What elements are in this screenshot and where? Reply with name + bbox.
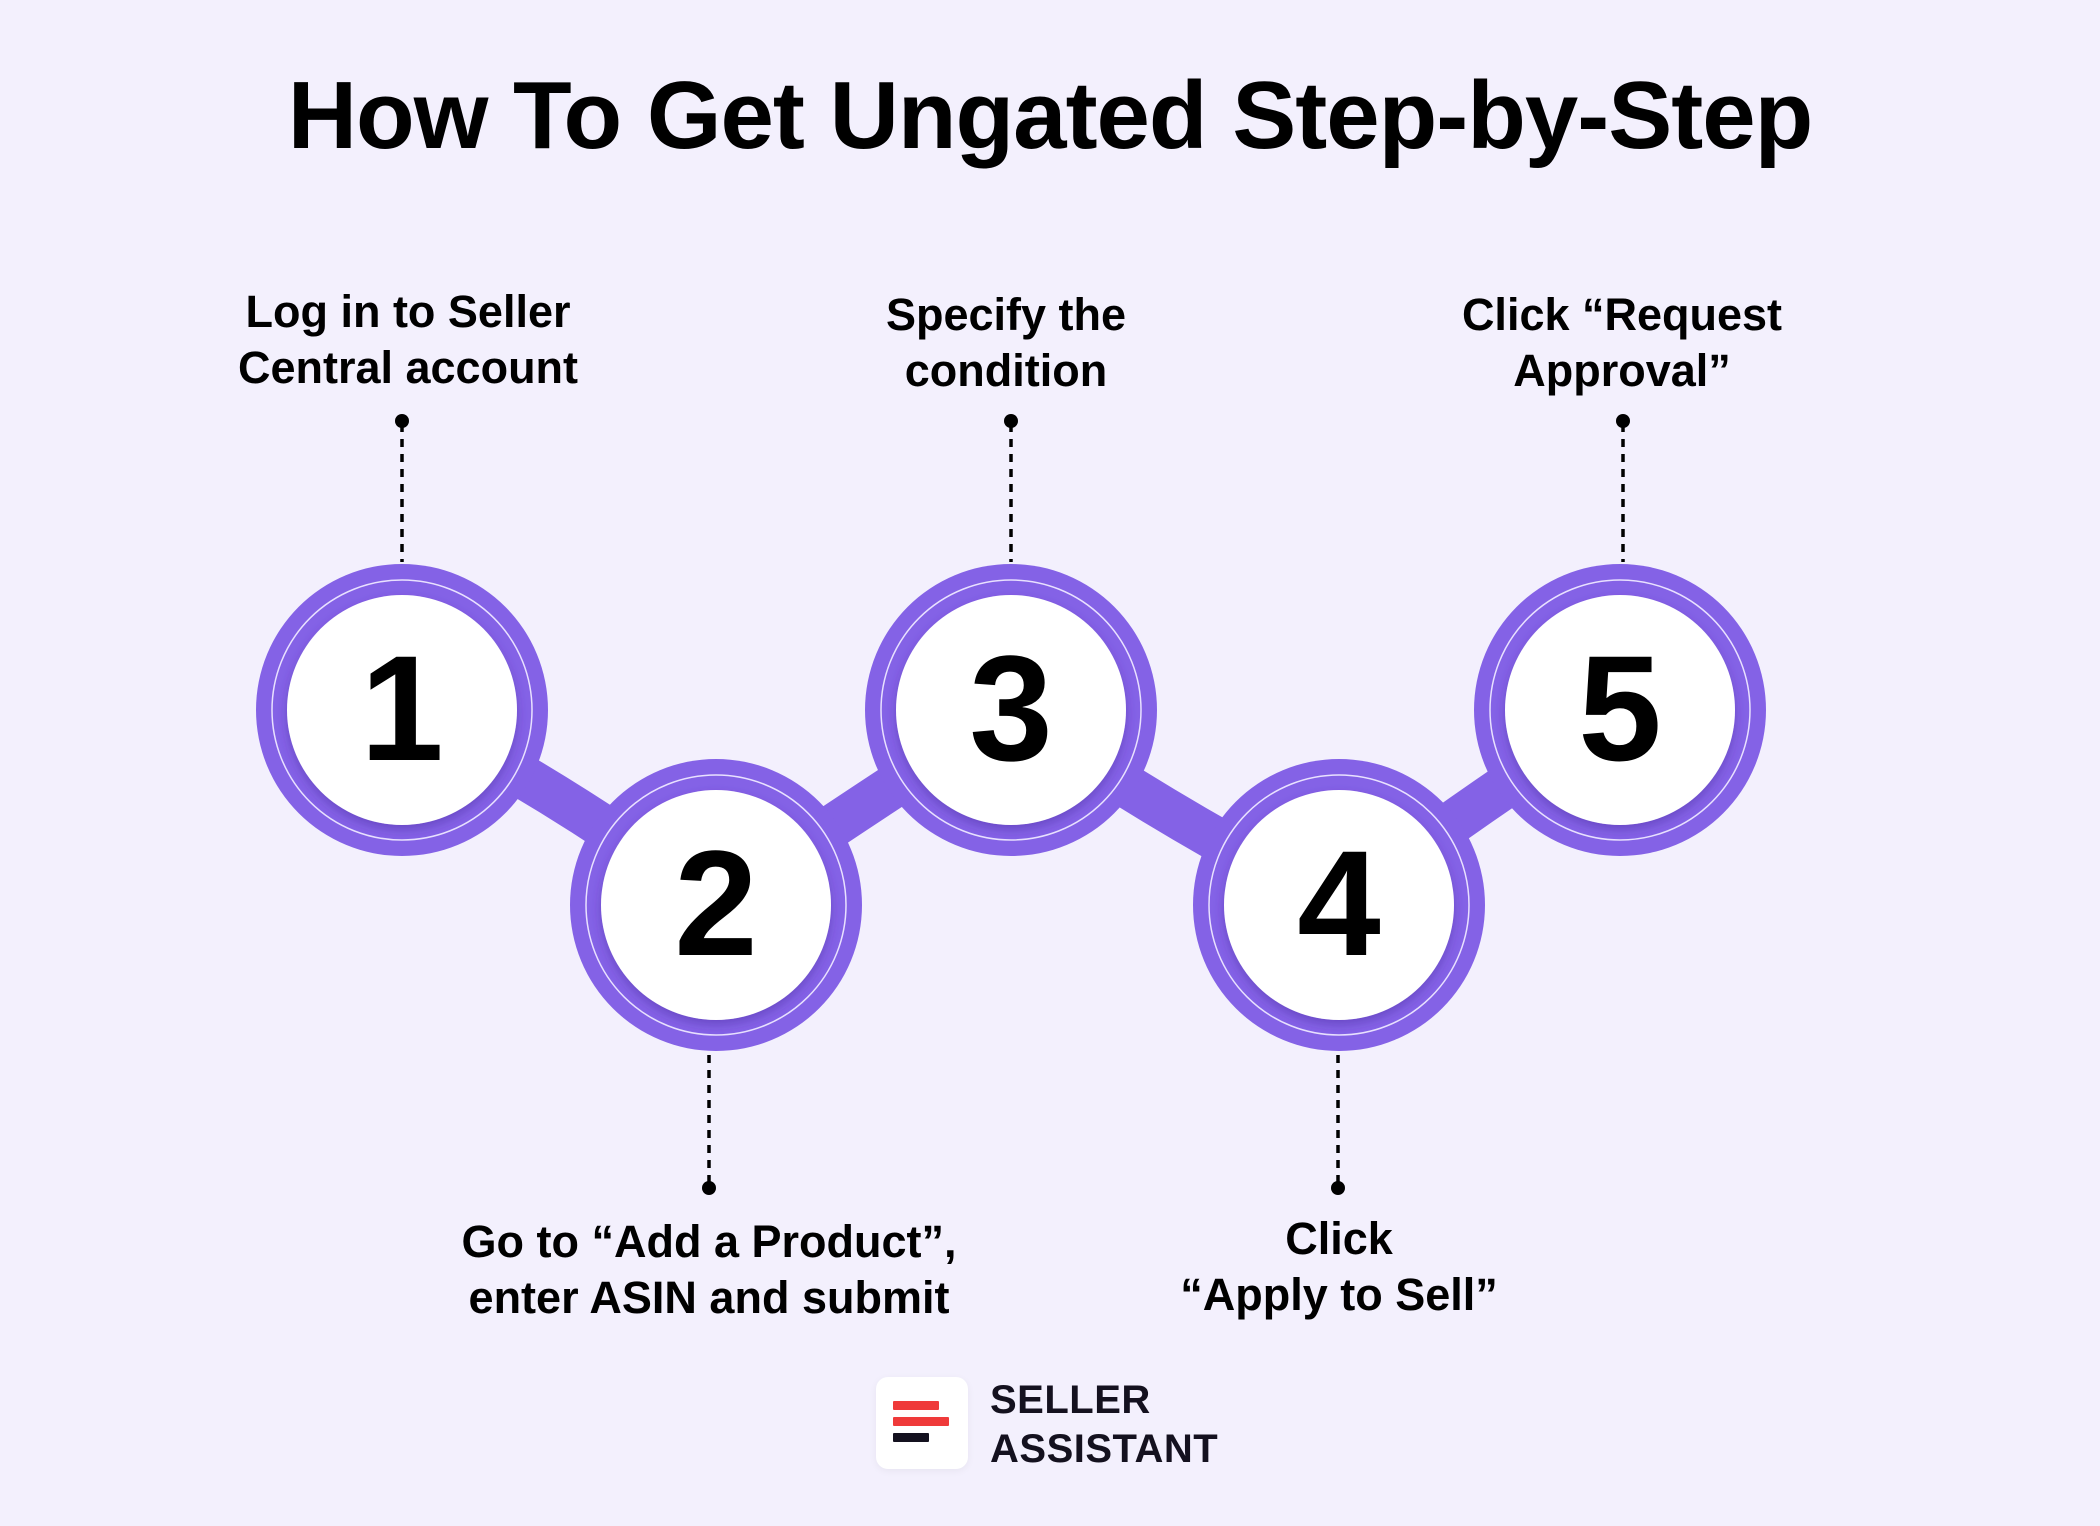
step-label-2-line1: Go to “Add a Product”, (461, 1216, 957, 1267)
step-label-3-line2: condition (904, 345, 1108, 396)
step-circle-5 (1474, 564, 1766, 856)
step-label-1-line2: Central account (237, 342, 579, 393)
step-label-1-line1: Log in to Seller (245, 286, 571, 337)
step-label-5: Click “Request Approval” (1362, 287, 1882, 399)
step-number-3: 3 (969, 624, 1053, 792)
step-label-4: Click “Apply to Sell” (1079, 1211, 1599, 1323)
step-circle-1 (256, 564, 548, 856)
step-circle-2 (570, 759, 862, 1051)
step-label-3-line1: Specify the (885, 289, 1127, 340)
step-label-4-line1: Click (1285, 1213, 1393, 1264)
seller-assistant-logo-icon (876, 1377, 968, 1469)
step-label-5-line1: Click “Request (1461, 289, 1783, 340)
step-circle-3 (865, 564, 1157, 856)
step-number-2: 2 (674, 819, 758, 987)
page-title: How To Get Ungated Step-by-Step (287, 62, 1814, 169)
step-number-4: 4 (1297, 819, 1381, 987)
brand-name: SELLER ASSISTANT (990, 1376, 1218, 1474)
leader-dots (395, 414, 1630, 1195)
step-circles (256, 564, 1766, 1051)
step-label-5-line2: Approval” (1513, 345, 1731, 396)
leader-lines (400, 424, 1625, 1186)
brand-line1: SELLER (990, 1378, 1151, 1422)
step-label-2-line2: enter ASIN and submit (468, 1272, 950, 1323)
step-label-3: Specify the condition (746, 287, 1266, 399)
step-number-1: 1 (360, 624, 444, 792)
step-label-1: Log in to Seller Central account (148, 284, 668, 396)
step-circle-4 (1193, 759, 1485, 1051)
step-number-5: 5 (1578, 624, 1662, 792)
step-label-4-line2: “Apply to Sell” (1180, 1269, 1498, 1320)
brand-line2: ASSISTANT (990, 1427, 1219, 1471)
step-label-2: Go to “Add a Product”, enter ASIN and su… (446, 1214, 972, 1326)
